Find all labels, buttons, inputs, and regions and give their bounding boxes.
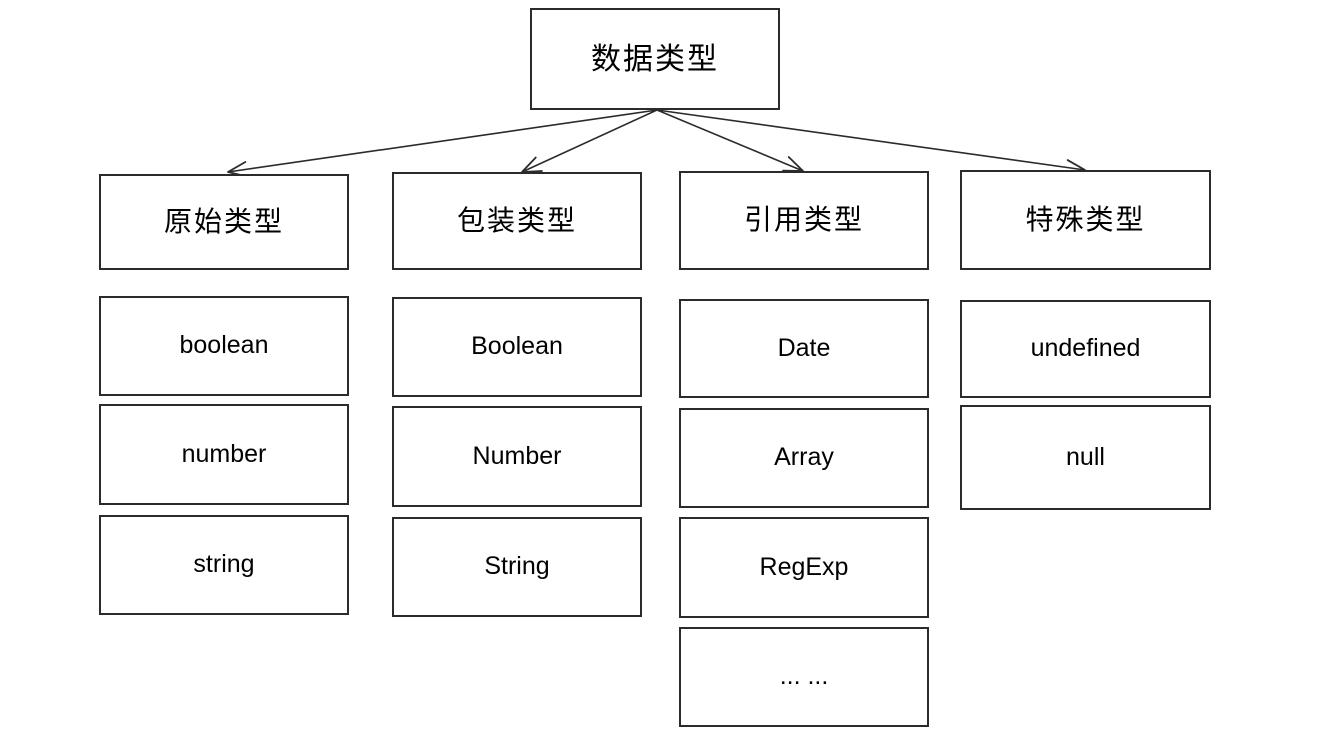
edge-arrow-0 (227, 109, 658, 178)
edge-arrow-2 (656, 109, 804, 172)
leaf-node-group-2-3: ... ... (679, 627, 929, 727)
leaf-node-group-2-1: Array (679, 408, 929, 508)
edge-arrow-3 (656, 109, 1086, 176)
leaf-node-group-1-1: Number (392, 406, 642, 507)
arrowhead-1 (521, 156, 543, 173)
group-node-group-1: 包装类型 (392, 172, 642, 270)
leaf-node-group-1-0: Boolean (392, 297, 642, 397)
leaf-node-group-1-2: String (392, 517, 642, 617)
leaf-node-group-0-1: number (99, 404, 349, 505)
arrowhead-2 (782, 156, 804, 172)
group-node-group-0: 原始类型 (99, 174, 349, 270)
leaf-node-group-0-0: boolean (99, 296, 349, 396)
leaf-node-group-2-0: Date (679, 299, 929, 398)
root-node-data-type: 数据类型 (530, 8, 780, 110)
leaf-node-group-2-2: RegExp (679, 517, 929, 618)
edge-arrow-1 (521, 109, 658, 173)
group-node-group-2: 引用类型 (679, 171, 929, 270)
leaf-node-group-3-0: undefined (960, 300, 1211, 398)
leaf-node-group-0-2: string (99, 515, 349, 615)
leaf-node-group-3-1: null (960, 405, 1211, 510)
group-node-group-3: 特殊类型 (960, 170, 1211, 270)
